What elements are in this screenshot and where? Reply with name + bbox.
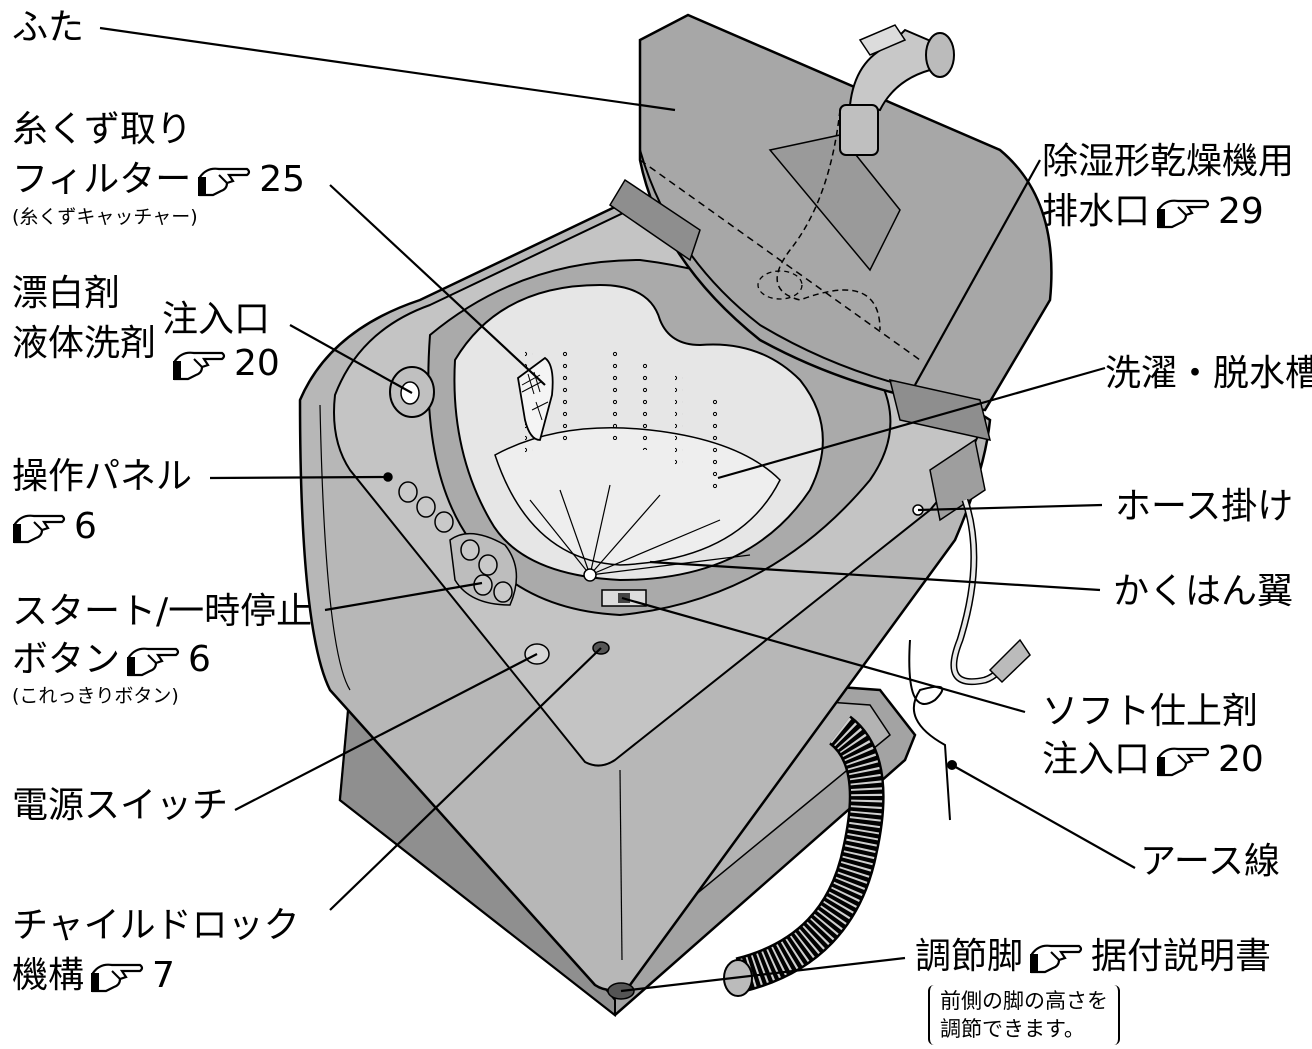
lint-filter-page: 25 <box>259 159 306 200</box>
pointing-hand-icon <box>1157 199 1210 229</box>
pointing-hand-icon <box>1157 747 1210 777</box>
child-lock-label-2: 機構 <box>12 955 85 996</box>
lint-filter-ref: フィルター 25 <box>12 158 305 202</box>
hose-hook-label: ホース掛け <box>1115 486 1294 527</box>
pointing-hand-icon <box>91 963 144 993</box>
adjust-foot-label: 調節脚 <box>915 936 1024 977</box>
bleach-ref: 20 <box>172 342 280 386</box>
lid-label: ふた <box>12 7 85 48</box>
adjust-note-line-1: 前側の脚の高さを <box>940 989 1108 1013</box>
adjust-foot-ref: 調節脚 据付説明書 <box>915 935 1271 979</box>
pointing-hand-icon <box>127 647 180 677</box>
faucet <box>839 24 955 156</box>
start-pause-label: スタート/一時停止 <box>12 591 313 632</box>
lint-filter-label-1: 糸くず取り <box>12 109 193 150</box>
start-pause-label-2: ボタン <box>12 639 121 680</box>
open-lid <box>608 13 1053 441</box>
dryer-drain-page: 29 <box>1218 191 1264 232</box>
lint-filter-sublabel: (糸くずキャッチャー) <box>12 206 198 228</box>
softener-label-1: ソフト仕上剤 <box>1042 691 1259 732</box>
power-cord <box>950 498 1031 686</box>
agitator-label: かくはん翼 <box>1113 571 1294 612</box>
start-pause-page: 6 <box>188 639 211 680</box>
control-panel-label: 操作パネル <box>12 456 193 497</box>
leader-lines <box>99 26 1136 993</box>
adjust-foot-note: 前側の脚の高さを 調節できます。 <box>928 985 1120 1045</box>
adjust-foot-ref-text: 据付説明書 <box>1091 936 1272 977</box>
child-lock-page: 7 <box>152 955 175 996</box>
wash-tub <box>453 283 824 607</box>
dryer-drain-label-2: 排水口 <box>1042 191 1151 232</box>
child-lock-label-1: チャイルドロック <box>12 905 300 946</box>
softener-label-2: 注入口 <box>1042 739 1151 780</box>
child-lock-ref: 機構 7 <box>12 954 175 998</box>
control-panel-page: 6 <box>74 506 97 547</box>
dryer-drain-ref: 排水口 29 <box>1042 190 1264 234</box>
bleach-label-1: 漂白剤 <box>12 273 121 314</box>
ground-wire-label: アース線 <box>1140 841 1281 882</box>
start-pause-ref: ボタン 6 <box>12 638 211 682</box>
pointing-hand-icon <box>198 167 251 197</box>
power-switch-label: 電源スイッチ <box>12 785 229 826</box>
ground-wire <box>908 639 957 821</box>
pointing-hand-icon <box>1030 944 1083 974</box>
control-panel-ref: 6 <box>12 505 97 549</box>
lint-filter-label-2: フィルター <box>12 159 192 200</box>
softener-page: 20 <box>1218 739 1264 780</box>
dryer-drain-label-1: 除湿形乾燥機用 <box>1042 141 1295 182</box>
bleach-label-2: 液体洗剤 <box>12 323 157 364</box>
softener-ref: 注入口 20 <box>1042 738 1264 782</box>
tub-label: 洗濯・脱水槽 <box>1105 353 1312 394</box>
bleach-inlet-label: 注入口 <box>162 299 271 340</box>
start-pause-sublabel: (これっきりボタン) <box>12 685 179 707</box>
pointing-hand-icon <box>13 514 66 544</box>
bleach-page: 20 <box>234 343 280 384</box>
adjust-note-line-2: 調節できます。 <box>940 1017 1085 1041</box>
pointing-hand-icon <box>173 351 226 381</box>
